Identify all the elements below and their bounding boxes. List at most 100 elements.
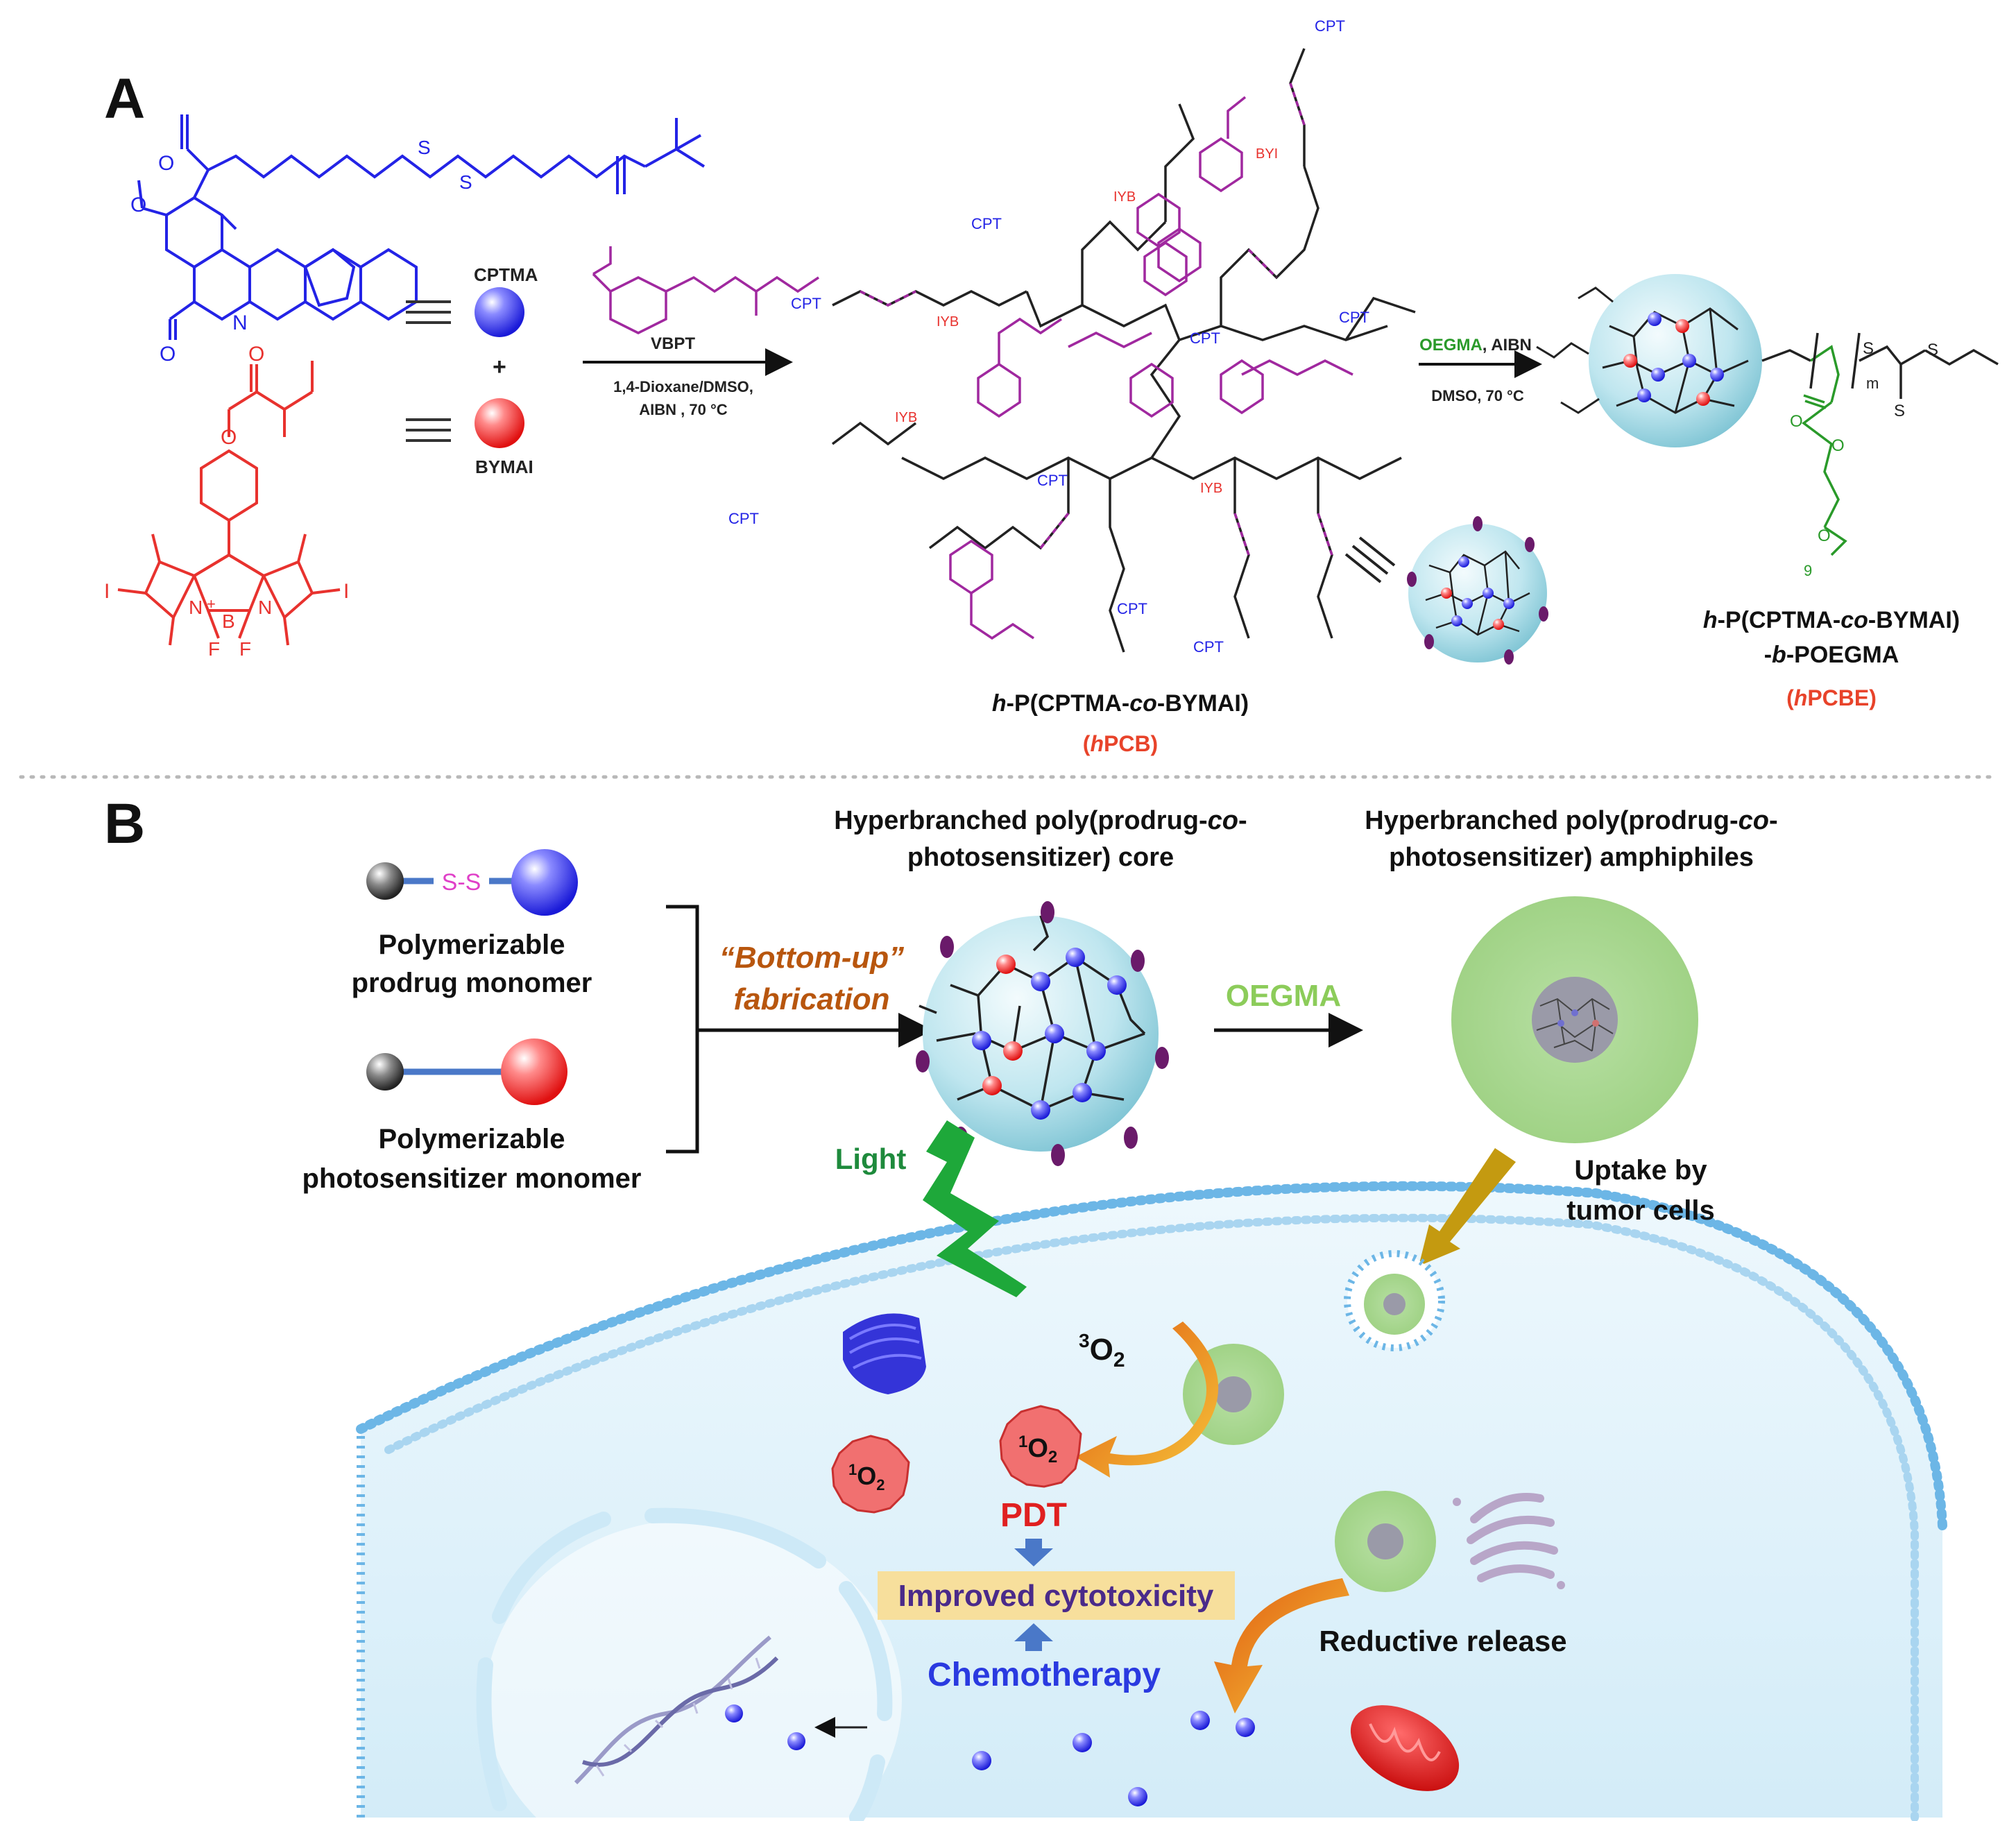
oegma-label: OEGMA	[1226, 979, 1341, 1013]
singlet-sub-2: 2	[876, 1476, 885, 1494]
cptma-o1: O	[158, 152, 174, 175]
hpcb-name-part1: -P(CPTMA-	[1007, 690, 1130, 717]
conversion-arrow	[1075, 1322, 1219, 1478]
reagent-1-line1: 1,4-Dioxane/DMSO,	[613, 378, 753, 395]
fabrication-bracket	[666, 905, 699, 1154]
improved-label: Improved cytotoxicity	[898, 1579, 1214, 1613]
triplet-oxygen-label: 3O2	[1079, 1330, 1125, 1371]
pdt-down-arrow	[1014, 1539, 1053, 1566]
cpt-label-1: CPT	[791, 295, 821, 312]
chain-s3: S	[1894, 402, 1905, 420]
hpcbe-short-open: (	[1786, 685, 1794, 710]
uptake-arrow	[1419, 1148, 1516, 1266]
singlet-sup-1: 1	[1018, 1433, 1027, 1451]
hpcb-name: h-P(CPTMA-co-BYMAI)	[992, 690, 1249, 717]
singlet-o-2: O	[857, 1462, 876, 1490]
bymai-b-charge: +	[207, 595, 216, 613]
byi-label-2: BYI	[1256, 146, 1278, 162]
core-title-a: Hyperbranched poly(prodrug-	[834, 806, 1207, 835]
byi-label-4: IYB	[895, 410, 917, 425]
bymai-b: B	[222, 610, 235, 632]
chemo-up-arrow	[1014, 1623, 1053, 1651]
triplet-o: O	[1090, 1333, 1113, 1367]
mitochondrion-icon	[1350, 1705, 1460, 1791]
panel-b-label: B	[104, 792, 145, 855]
hpcb-equiv	[1344, 536, 1396, 583]
hpcb-name-part2: -BYMAI)	[1157, 690, 1249, 717]
reagent-1-top: VBPT	[651, 334, 695, 353]
byi-label-1: IYB	[1113, 189, 1136, 205]
hpcb-structure	[831, 48, 1416, 653]
hpcbe-name-co: co	[1840, 607, 1868, 633]
bymai-f2: F	[239, 638, 251, 660]
core-title-line1: Hyperbranched poly(prodrug-co-	[834, 806, 1247, 835]
amph-title-a: Hyperbranched poly(prodrug-	[1365, 806, 1738, 835]
hpcbe-name-line2: -b-POEGMA	[1764, 642, 1899, 668]
byi-label-5: IYB	[1200, 481, 1222, 496]
dna-helix-icon	[574, 1635, 779, 1785]
chain-o3: O	[1818, 527, 1831, 545]
reagent-2-top: OEGMA, AIBN	[1419, 336, 1532, 354]
cpt-label-7: CPT	[728, 510, 759, 527]
hpcb-short-h: h	[1090, 731, 1104, 756]
triplet-sup: 3	[1079, 1330, 1090, 1351]
hpcbe-name-part2: -BYMAI)	[1868, 607, 1960, 633]
cptma-s1: S	[418, 137, 431, 158]
reagent-2-aibn: , AIBN	[1483, 336, 1532, 354]
singlet-oxygen-icon	[999, 1405, 1082, 1488]
triplet-sub: 2	[1113, 1349, 1125, 1371]
repeat-9: 9	[1804, 562, 1812, 579]
hpcbe-name-dash: -	[1764, 642, 1772, 668]
cptma-o2: O	[130, 194, 146, 216]
singlet-oxygen-label-2: 1O2	[848, 1461, 885, 1494]
bymai-sphere	[475, 398, 524, 448]
hpcbe-short-h: h	[1794, 685, 1808, 710]
nanoparticle-core-icon	[1407, 516, 1548, 665]
particle-release	[1335, 1491, 1436, 1592]
cpt-label-4: CPT	[1339, 309, 1369, 326]
bymai-label: BYMAI	[475, 456, 533, 477]
vbpt-structure	[592, 246, 819, 334]
amphiphile-nanoparticle-icon	[1451, 896, 1698, 1143]
reagent-1-line2: AIBN , 70 °C	[639, 401, 727, 418]
cpt-label-3: CPT	[1315, 17, 1345, 35]
repeat-m: m	[1866, 375, 1879, 392]
chain-o1: O	[1790, 412, 1803, 431]
hpcb-name-co: co	[1129, 690, 1157, 717]
drug-spheres	[725, 1704, 1255, 1806]
oegma-chain	[1761, 332, 1999, 556]
cpt-label-9: CPT	[1193, 638, 1224, 656]
cpt-label-6: CPT	[1037, 472, 1068, 489]
core-nanoparticle-icon	[916, 901, 1169, 1166]
cptma-structure	[137, 114, 706, 340]
amph-title-line1: Hyperbranched poly(prodrug-co-	[1365, 806, 1777, 835]
hpcb-short-close: )	[1151, 731, 1159, 756]
fabrication-label: fabrication	[734, 982, 890, 1016]
bymai-n-left: N	[189, 597, 203, 618]
cptma-equiv	[406, 300, 451, 324]
reductive-release-label: Reductive release	[1319, 1625, 1566, 1657]
cpt-label-5: CPT	[1190, 330, 1220, 347]
panel-a: A O O	[104, 17, 1999, 756]
endoplasmic-reticulum-icon	[843, 1313, 926, 1394]
bymai-n-right: N	[258, 597, 272, 618]
release-arrow	[1214, 1578, 1349, 1713]
uptake-label-line1: Uptake by	[1574, 1155, 1707, 1186]
bymai-structure	[117, 361, 341, 646]
cpt-label-8: CPT	[1117, 600, 1147, 617]
hpcbe-short: (hPCBE)	[1786, 685, 1877, 710]
ss-link-label: S-S	[442, 869, 481, 896]
photosensitizer-monomer-icon	[366, 1038, 567, 1105]
core-title-b: -	[1238, 806, 1247, 835]
core-title-co: co	[1208, 806, 1238, 835]
chemotherapy-label: Chemotherapy	[928, 1657, 1161, 1693]
reagent-2-oegma: OEGMA	[1419, 336, 1483, 354]
lightning-bolt-icon	[923, 1120, 1027, 1297]
drug-sphere	[725, 1704, 743, 1722]
hpcbe-name-line1: h-P(CPTMA-co-BYMAI)	[1703, 607, 1960, 633]
hpcbe-short-text: PCBE	[1807, 685, 1869, 710]
cptma-label: CPTMA	[474, 264, 538, 285]
cptma-sphere	[475, 287, 524, 337]
bymai-i-left: I	[104, 580, 110, 603]
drug-sphere	[972, 1751, 991, 1770]
